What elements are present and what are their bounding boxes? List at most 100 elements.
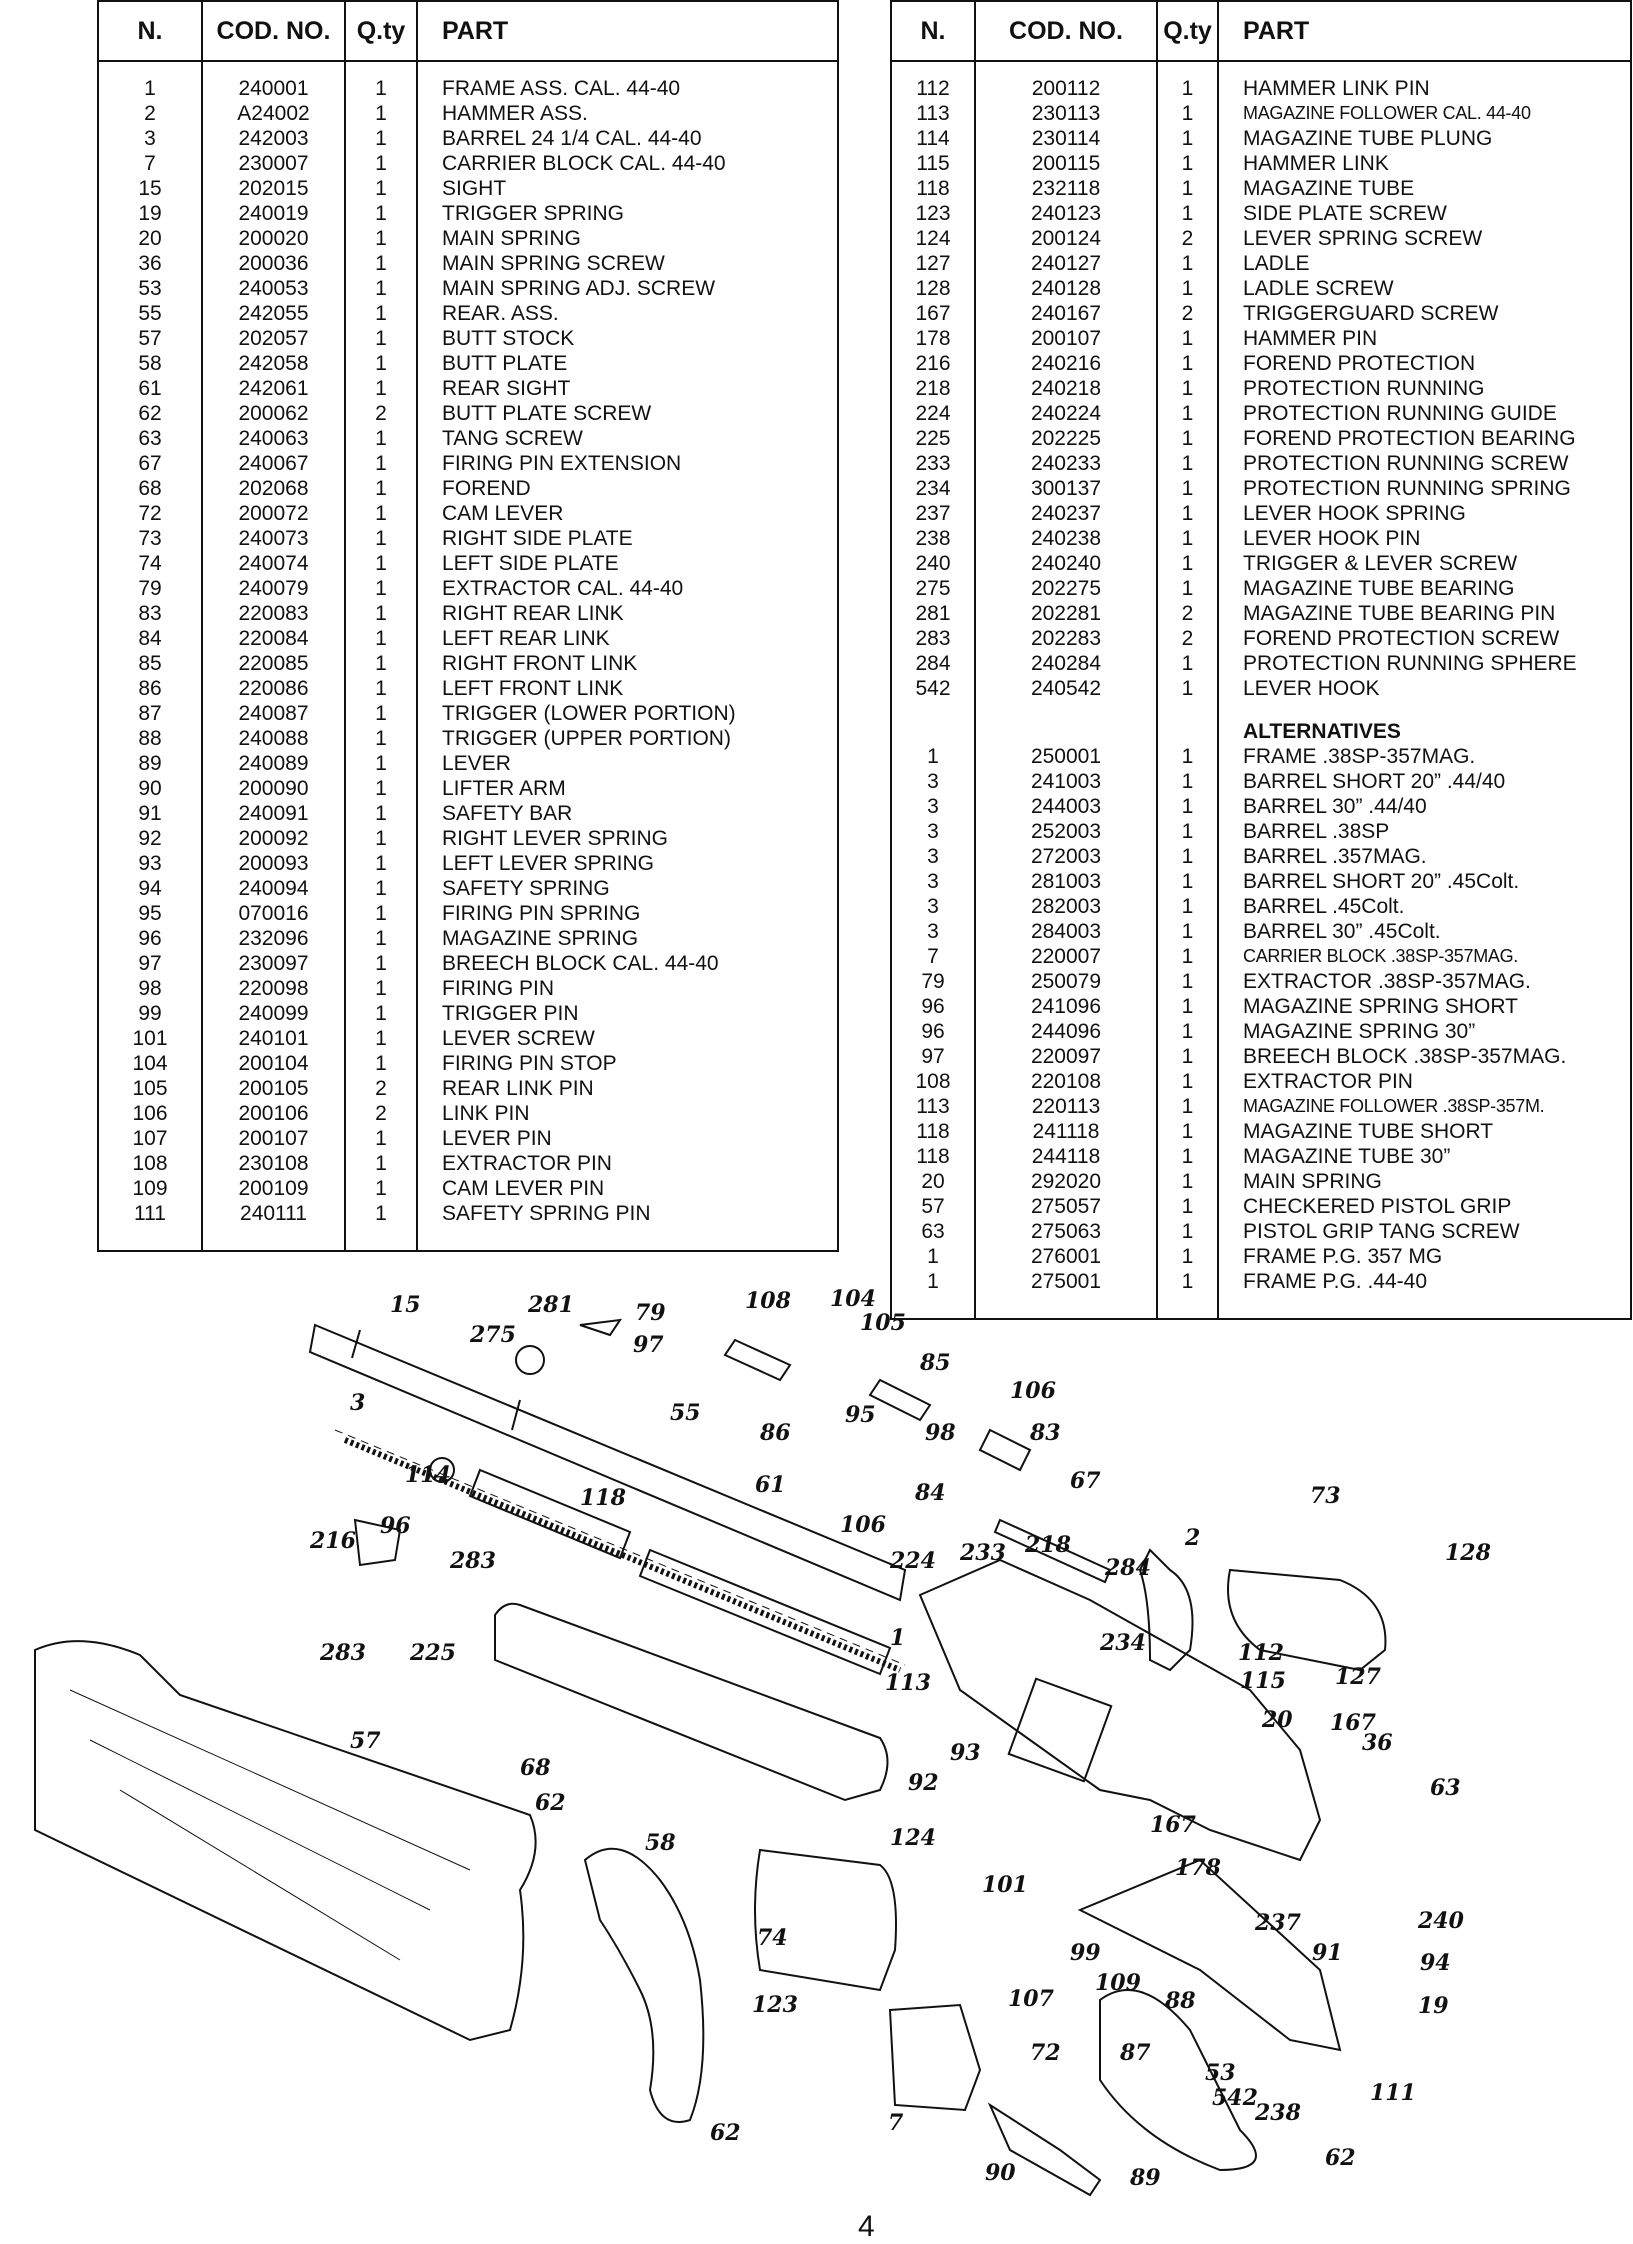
callout-label: 98 [925,1420,956,1446]
part-name: SIDE PLATE SCREW [1217,201,1631,226]
part-number: 89 [138,752,162,775]
callout-label: 113 [885,1670,931,1696]
code-number: 202225 [974,426,1157,451]
part-name: BARREL .357MAG. [1217,844,1631,869]
part-number: 115 [916,152,950,175]
quantity: 1 [344,351,417,376]
quantity: 1 [1156,501,1218,526]
part-number: 114 [916,127,950,150]
quantity: 1 [344,551,417,576]
part-name: TRIGGERGUARD SCREW [1217,301,1631,326]
quantity: 1 [1156,1144,1218,1169]
part-number: 74 [138,552,162,575]
part-number: 97 [138,952,162,975]
part-number: 84 [138,627,162,650]
part-name: SAFETY SPRING PIN [416,1201,838,1251]
part-name: BARREL SHORT 20” .44/40 [1217,769,1631,794]
part-name: LEFT LEVER SPRING [416,851,838,876]
table-header-row: N. COD. NO. Q.ty PART [98,1,838,62]
quantity: 1 [344,1026,417,1051]
code-number: 200072 [201,501,345,526]
quantity: 1 [1156,551,1218,576]
part-name: HAMMER ASS. [416,101,838,126]
code-number: 230007 [201,151,345,176]
code-number: 220097 [974,1044,1157,1069]
code-number: 240019 [201,201,345,226]
callout-label: 107 [1008,1986,1055,2012]
code-number: 202275 [974,576,1157,601]
part-name: BARREL .45Colt. [1217,894,1631,919]
callout-label: 62 [535,1790,566,1816]
callout-label: 79 [635,1300,666,1326]
part-number: 97 [921,1045,945,1068]
part-number: 178 [915,327,951,350]
callout-label: 88 [1164,1988,1196,2014]
part-name: MAGAZINE TUBE PLUNG [1217,126,1631,151]
part-number: 79 [921,970,945,993]
callout-label: 224 [889,1548,936,1574]
part-number: 96 [921,1020,945,1043]
quantity: 1 [344,501,417,526]
code-number: 240091 [201,801,345,826]
part-number: 88 [138,727,162,750]
quantity: 2 [344,401,417,426]
code-number: 200106 [201,1101,345,1126]
code-number: 230108 [201,1151,345,1176]
code-number: 240099 [201,1001,345,1026]
quantity: 1 [1156,376,1218,401]
part-number: 20 [921,1170,945,1193]
quantity: 1 [344,951,417,976]
part-name: FRAME P.G. 357 MG [1217,1244,1631,1269]
part-number: 118 [916,1120,950,1143]
part-name: PISTOL GRIP TANG SCREW [1217,1219,1631,1244]
code-number: 241003 [974,769,1157,794]
callout-label: 281 [527,1292,574,1318]
quantity: 1 [344,751,417,776]
quantity: 2 [1156,626,1218,651]
quantity: 1 [344,826,417,851]
quantity: 1 [1156,526,1218,551]
part-name: LEVER HOOK SPRING [1217,501,1631,526]
callout-label: 237 [1254,1910,1302,1936]
part-number: 68 [138,477,162,500]
callout-label: 101 [982,1872,1028,1898]
code-number: 232118 [974,176,1157,201]
callout-label: 167 [1150,1812,1197,1838]
code-number: 240128 [974,276,1157,301]
part-number: 112 [916,77,950,100]
code-number: 220007 [974,944,1157,969]
alternatives-title: ALTERNATIVES [1217,701,1631,744]
part-name: TRIGGER SPRING [416,201,838,226]
trigger-guard-drawing [1099,1989,1257,2172]
callout-label: 74 [757,1925,788,1951]
part-number: 105 [132,1077,168,1100]
part-number: 111 [134,1202,166,1225]
callout-label: 91 [1312,1940,1343,1966]
part-name: PROTECTION RUNNING SPHERE [1217,651,1631,676]
part-name: HAMMER LINK [1217,151,1631,176]
part-name: TRIGGER PIN [416,1001,838,1026]
code-number: 200092 [201,826,345,851]
code-number: 220098 [201,976,345,1001]
part-name: CAM LEVER [416,501,838,526]
part-name: BUTT PLATE SCREW [416,401,838,426]
part-number: 283 [915,627,951,650]
part-name: MAGAZINE TUBE 30” [1217,1144,1631,1169]
part-name: LEVER [416,751,838,776]
code-number: 240088 [201,726,345,751]
part-number: 94 [138,877,162,900]
part-name: TRIGGER & LEVER SCREW [1217,551,1631,576]
callout-label: 68 [520,1755,551,1781]
